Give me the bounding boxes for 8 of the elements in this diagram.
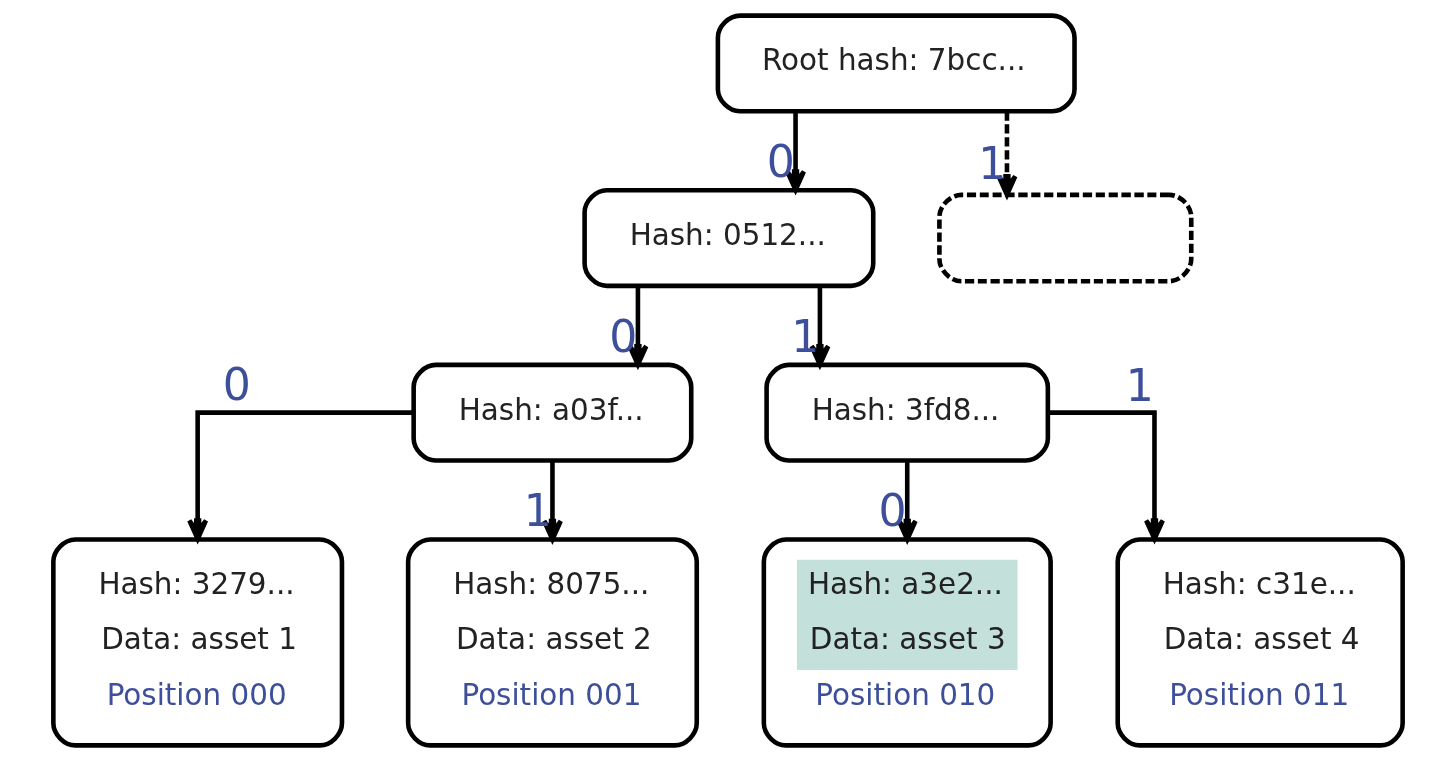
edge-label: 1	[977, 138, 1006, 190]
edge-label: 0	[766, 135, 795, 187]
edge-label: 1	[790, 310, 819, 362]
edge-label: 1	[523, 485, 552, 537]
edge-label: 0	[222, 359, 251, 411]
edge-label: 1	[1125, 360, 1154, 411]
edge-label: 0	[608, 310, 637, 362]
edge-label: 0	[877, 485, 907, 537]
